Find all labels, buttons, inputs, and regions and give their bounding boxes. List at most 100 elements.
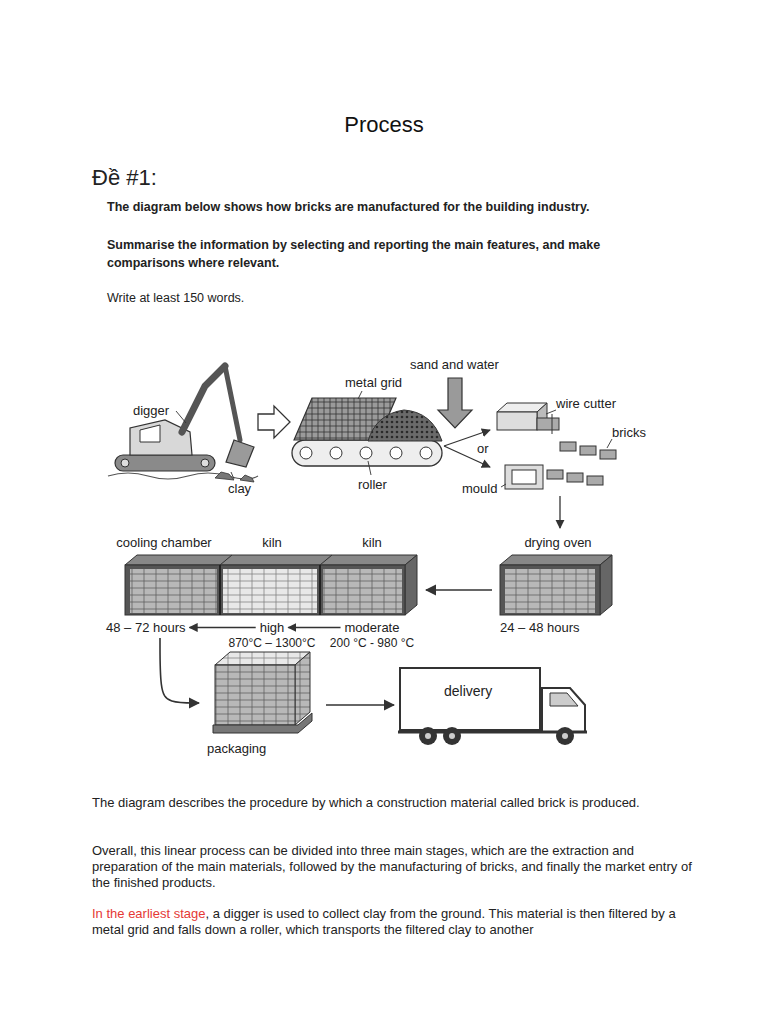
text-block: sand and water	[410, 357, 499, 373]
sequence-arrow	[190, 627, 256, 628]
part-label: bricks	[612, 425, 646, 440]
conveyor-drawing-part	[368, 410, 442, 441]
digger-drawing-part	[225, 366, 240, 440]
drying-oven-drawing	[500, 555, 612, 615]
text-block: wire cutter	[556, 396, 616, 412]
digger-drawing-part	[115, 455, 215, 471]
truck-drawing-part	[542, 688, 585, 732]
node-heading: drying oven	[524, 535, 591, 550]
truck-drawing-part	[400, 668, 540, 730]
node-heading: kiln	[362, 535, 382, 550]
kiln-block-drawing	[125, 555, 417, 615]
mould-drawing	[501, 465, 603, 489]
hollow-arrow	[258, 406, 290, 438]
wire-cutter-drawing-part	[537, 418, 559, 430]
prompt-text: Write at least 150 words.	[107, 291, 244, 305]
conveyor-drawing	[292, 391, 442, 475]
paragraph-text: The diagram describes the procedure by w…	[92, 795, 640, 810]
truck-drawing-part	[562, 733, 568, 739]
mould-drawing-part	[547, 470, 563, 479]
node-detail: 48 – 72 hours	[106, 620, 186, 635]
digger-drawing-part	[182, 366, 225, 432]
drying-oven-drawing-part	[505, 569, 595, 613]
wire-cutter-drawing-part	[607, 439, 612, 448]
text-block: roller	[358, 477, 387, 493]
text-block: or	[477, 441, 489, 457]
text-block: bricks	[612, 425, 646, 441]
input-arrow	[438, 378, 472, 428]
mould-drawing-part	[501, 484, 506, 487]
digger-drawing-part	[231, 472, 234, 479]
text-block: metal grid	[345, 375, 402, 391]
wire-cutter-drawing-part	[552, 414, 553, 434]
text-block: The diagram describes the procedure by w…	[92, 795, 692, 811]
digger-drawing-part	[108, 473, 258, 479]
highlight-text: In the earliest stage	[92, 906, 205, 921]
kiln-section: kilnhigh870°C – 1300°C	[220, 535, 324, 653]
wire-cutter-drawing	[497, 403, 616, 459]
mould-drawing-part	[512, 470, 536, 484]
pallet-drawing-part	[295, 652, 310, 725]
conveyor-drawing-part	[420, 447, 432, 459]
pallet-drawing-part	[215, 665, 295, 725]
down-arrow	[559, 496, 560, 528]
mould-drawing-part	[567, 473, 583, 482]
conveyor-drawing-part	[358, 391, 362, 399]
kiln-block-drawing-part	[319, 565, 321, 615]
conveyor-drawing-part	[300, 447, 312, 459]
node-heading: delivery	[444, 684, 492, 699]
pallet-drawing	[213, 652, 312, 733]
exercise-number: Đề #1:	[92, 165, 157, 190]
conveyor-drawing-part	[368, 461, 371, 475]
packaging-pallet: packaging	[200, 645, 322, 757]
text-block: Đề #1:	[92, 165, 157, 191]
mould-drawing-part	[587, 476, 603, 485]
node-detail: 24 – 48 hours	[500, 620, 580, 635]
digger-drawing-part	[121, 459, 129, 467]
pallet-drawing-part	[215, 652, 310, 665]
drying-oven-drawing-part	[600, 555, 612, 615]
kiln-block-drawing-part	[323, 569, 402, 613]
wire-cutter-drawing-part	[600, 450, 616, 459]
digger-drawing-part	[201, 459, 209, 467]
text-block: In the earliest stage, a digger is used …	[92, 906, 692, 938]
drying-oven: drying oven 24 – 48 hours	[496, 535, 620, 637]
kiln-block-drawing-part	[219, 565, 221, 615]
kiln-block-drawing-part	[130, 569, 217, 613]
flow-arrow	[160, 638, 199, 703]
digger-drawing-part	[215, 472, 254, 482]
conveyor-drawing-part	[292, 440, 442, 466]
text-block: Overall, this linear process can be divi…	[92, 843, 692, 891]
wire-cutter-drawing-part	[546, 410, 556, 414]
drying-oven-drawing-part	[500, 555, 612, 565]
wire-cutter-drawing-part	[560, 442, 576, 451]
truck-drawing	[398, 668, 587, 745]
part-label: digger	[133, 403, 169, 418]
split-arrows	[444, 430, 490, 467]
node-detail: high	[260, 620, 285, 635]
flow-arrow	[426, 589, 492, 591]
truck-drawing-part	[419, 727, 437, 745]
sequence-arrow	[288, 627, 340, 628]
kiln-section: kilnmoderate200 °C - 980 °C	[322, 535, 422, 653]
truck-drawing-part	[425, 733, 431, 739]
conveyor-drawing-part	[390, 447, 402, 459]
text-block: clay	[228, 481, 251, 497]
text-block: Summarise the information by selecting a…	[107, 236, 662, 272]
digger-drawing-part	[176, 411, 186, 423]
text-block: digger	[133, 403, 169, 419]
flow-arrow	[326, 704, 394, 706]
wire-cutter-drawing-part	[580, 446, 596, 455]
part-label: clay	[228, 481, 251, 496]
page-title: Process	[0, 112, 768, 138]
mould-drawing-part	[505, 465, 543, 489]
part-label: roller	[358, 477, 387, 492]
node-heading: kiln	[262, 535, 282, 550]
truck-drawing-part	[443, 727, 461, 745]
node-heading: cooling chamber	[116, 535, 211, 550]
conveyor-drawing-part	[330, 447, 342, 459]
delivery-truck: delivery	[398, 664, 590, 746]
kiln-block-drawing-part	[125, 555, 417, 565]
part-label: mould	[462, 481, 497, 496]
